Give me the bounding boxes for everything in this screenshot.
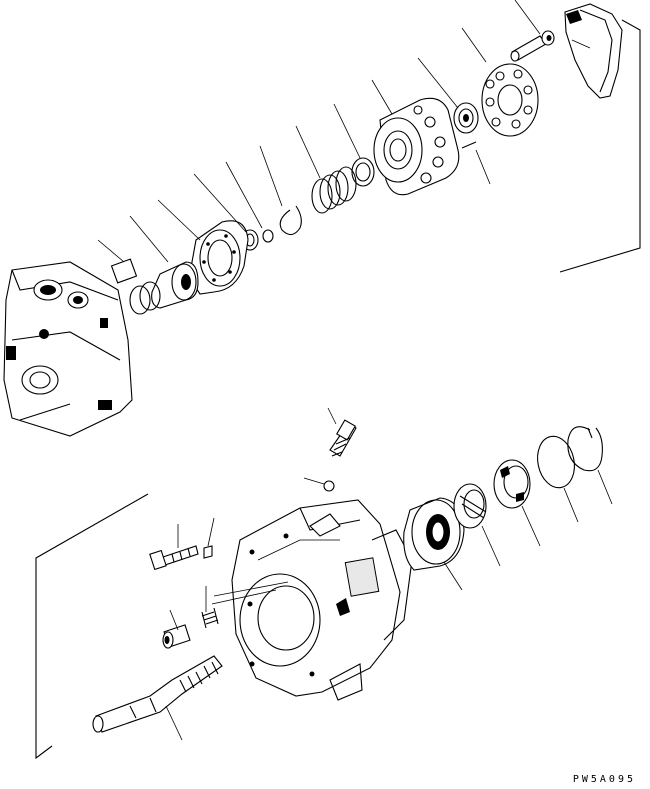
drive-shaft [92, 655, 223, 733]
lower-assembly [35, 407, 613, 760]
retainer [493, 459, 531, 509]
pump-housing [231, 499, 413, 701]
plug [162, 624, 191, 649]
small-ring [262, 229, 274, 243]
upper-leaders [97, 0, 541, 263]
valve-pin [510, 30, 555, 62]
bearing-small [453, 102, 479, 134]
spring [311, 166, 357, 214]
snap-ring-upper [279, 205, 302, 236]
steel-ball [323, 480, 335, 492]
o-ring [537, 435, 575, 489]
snap-ring-lower [567, 426, 603, 472]
spring-pin [203, 545, 213, 559]
bolt [149, 545, 199, 571]
upper-frame-line [559, 19, 641, 273]
bearing-large [403, 497, 465, 571]
dowel-pin [461, 141, 477, 149]
collar [453, 483, 487, 529]
upper-housing [3, 261, 133, 437]
drawing-code-label: PW5A095 [572, 774, 636, 785]
seal-rings [110, 258, 161, 315]
lower-leaders [165, 407, 613, 741]
cylinder-block [373, 97, 460, 196]
lower-frame-line [35, 493, 149, 760]
hose-fitting [329, 419, 357, 457]
bearing-mid [151, 261, 199, 309]
upper-assembly [3, 0, 641, 437]
swash-plate [191, 220, 249, 295]
washer [351, 157, 375, 187]
coil-spring-small [201, 607, 219, 629]
end-cover [564, 3, 623, 99]
valve-plate [481, 63, 539, 137]
